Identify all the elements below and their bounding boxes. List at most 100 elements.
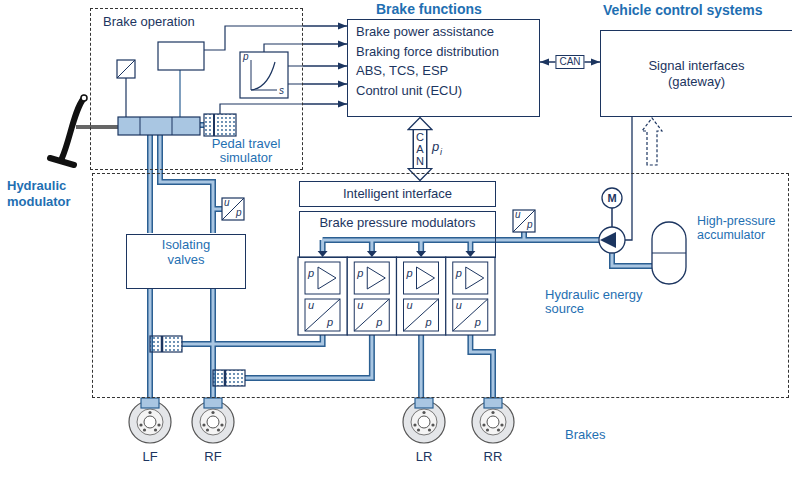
- brake-disc: [472, 398, 514, 443]
- pressure-sensor: [513, 210, 535, 232]
- motor: [602, 188, 622, 208]
- box-text: Intelligent interface: [343, 186, 452, 202]
- brake-disc: [192, 398, 234, 443]
- modulator-region: Intelligent interfaceBrake pressure modu…: [92, 173, 789, 398]
- valve-symbol: p: [308, 268, 314, 279]
- connector-label: CAN: [415, 131, 426, 167]
- modulator-box: Brake pressure modulators: [299, 211, 496, 258]
- connector: [303, 44, 347, 45]
- box-text: Isolating valves: [150, 237, 222, 267]
- connector-label: CAN: [555, 55, 584, 69]
- connector: [303, 66, 347, 67]
- sensor-diagonal: [513, 210, 535, 232]
- connector-line: [303, 83, 347, 84]
- valve-symbol: p: [456, 268, 462, 279]
- characteristic-box: [240, 52, 288, 98]
- motor-symbol: M: [607, 193, 616, 204]
- valve-symbol: p: [357, 268, 363, 279]
- function-box: Brake power assistanceBraking force dist…: [347, 19, 540, 117]
- valve-symbol: p: [407, 268, 413, 279]
- box-text: Signal interfaces (gateway): [632, 58, 762, 90]
- box-heading: Hydraulic modulator: [7, 178, 87, 210]
- interface-box: Intelligent interface: [299, 181, 496, 207]
- box-text: Control unit (ECU): [356, 81, 531, 101]
- cylinder-piston: [140, 117, 172, 135]
- gateway-box: Signal interfaces (gateway)Vehicle contr…: [600, 30, 792, 117]
- graph-curve: [251, 62, 275, 90]
- axis-label: s: [279, 86, 284, 96]
- piston-head: [161, 336, 164, 352]
- box-heading: Vehicle control systems: [603, 2, 763, 18]
- wheel-label: LR: [416, 450, 433, 464]
- connector: [303, 84, 347, 85]
- sensor-symbol: u: [357, 300, 363, 311]
- part-label: Hydraulic energy source: [545, 288, 685, 316]
- part-label: High-pressure accumulator: [697, 214, 787, 242]
- brake-disc: [129, 398, 171, 443]
- sensor-symbol: p: [236, 208, 242, 218]
- pedal-pad: [50, 158, 74, 165]
- box-text: Braking force distribution: [356, 42, 531, 62]
- signal-arrow: [642, 118, 662, 165]
- simulator-piston: [213, 114, 215, 136]
- signal-subscript: i: [440, 148, 442, 157]
- pedal-pivot: [81, 95, 87, 101]
- modulator-cells: [298, 257, 495, 335]
- signal-name: p: [432, 140, 439, 154]
- sensor-line: [125, 78, 126, 117]
- axis-label: p: [243, 52, 249, 62]
- wheel-label: LF: [142, 450, 157, 464]
- text-body: Signal interfaces (gateway): [632, 56, 762, 92]
- connector-line: [303, 25, 347, 26]
- brake-disc: [403, 398, 445, 443]
- floating-piston: [150, 336, 182, 352]
- graph-axes: [251, 60, 277, 90]
- sensor-symbol: u: [515, 210, 521, 220]
- text-body: Intelligent interface: [335, 184, 460, 204]
- wheel-label: RR: [484, 450, 503, 464]
- connector: [303, 26, 347, 27]
- sensor-symbol: u: [224, 198, 230, 208]
- sensor-symbol: u: [456, 300, 462, 311]
- box-text: Brake power assistance: [356, 22, 531, 42]
- part-label: Brakes: [565, 428, 605, 442]
- floating-piston: [213, 370, 245, 386]
- sensor-symbol: u: [407, 300, 413, 311]
- sensor-symbol: p: [527, 220, 533, 230]
- reservoir-line: [179, 70, 180, 117]
- sensor-diagonal: [117, 60, 135, 78]
- signal-wire: [204, 26, 303, 114]
- box-text: ABS, TCS, ESP: [356, 61, 531, 81]
- wheel-label: RF: [204, 450, 221, 464]
- box-heading: Brake functions: [376, 1, 482, 17]
- sensor-symbol: p: [475, 317, 481, 328]
- sensor-symbol: p: [376, 317, 382, 328]
- sensor-symbol: p: [426, 317, 432, 328]
- connector-line: [303, 43, 347, 44]
- reservoir: [158, 42, 204, 70]
- control-wire: [625, 117, 632, 240]
- box-text: Brake pressure modulators: [306, 215, 489, 231]
- connector-fill: [414, 129, 426, 169]
- text-body: Isolating valves: [150, 235, 222, 269]
- master-cylinder: [118, 117, 200, 135]
- sensor-symbol: u: [308, 300, 314, 311]
- sensor-diagonal: [222, 198, 244, 220]
- push-rod: [76, 125, 118, 129]
- box-heading: Brake operation: [103, 14, 195, 29]
- valve-box: Isolating valves: [126, 234, 246, 289]
- connector-line: [303, 65, 347, 66]
- travel-simulator: [204, 114, 236, 136]
- connector-outline: [413, 129, 428, 169]
- travel-sensor: [117, 60, 135, 78]
- piston-head: [224, 370, 227, 386]
- text-body: Brake pressure modulators: [300, 212, 495, 234]
- connector: [303, 104, 347, 105]
- text-body: Brake power assistanceBraking force dist…: [348, 20, 539, 102]
- flow-arrowhead: [318, 251, 476, 257]
- accumulator: [652, 222, 686, 284]
- motor-shaft: [611, 208, 613, 227]
- connector-line: [303, 103, 347, 104]
- part-label: Pedal travel simulator: [196, 137, 296, 165]
